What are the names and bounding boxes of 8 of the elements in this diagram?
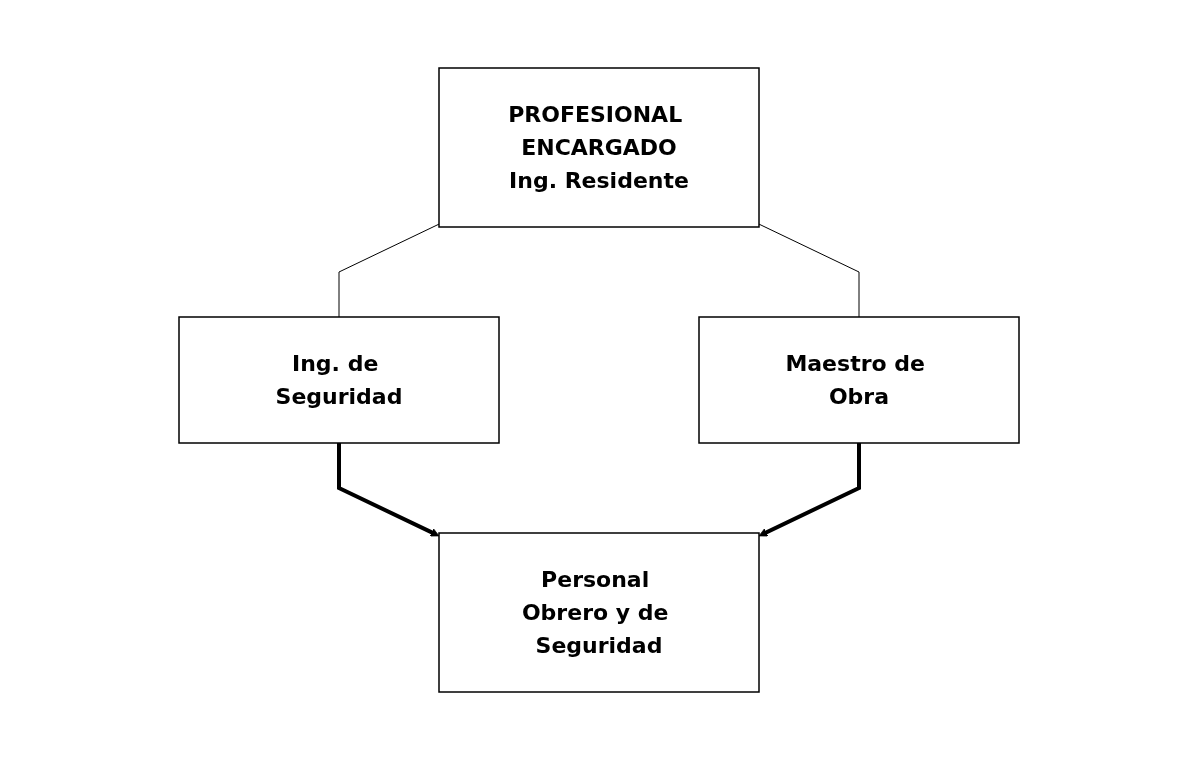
arrow bbox=[758, 443, 861, 537]
node-box: PROFESIONAL ENCARGADO Ing. Residente bbox=[438, 67, 760, 228]
node-box: Ing. de Seguridad bbox=[178, 316, 500, 444]
arrow bbox=[337, 443, 440, 537]
connector bbox=[758, 223, 860, 318]
node-box: Personal Obrero y de Seguridad bbox=[438, 532, 760, 693]
connector bbox=[338, 223, 440, 318]
node-box: Maestro de Obra bbox=[698, 316, 1020, 444]
